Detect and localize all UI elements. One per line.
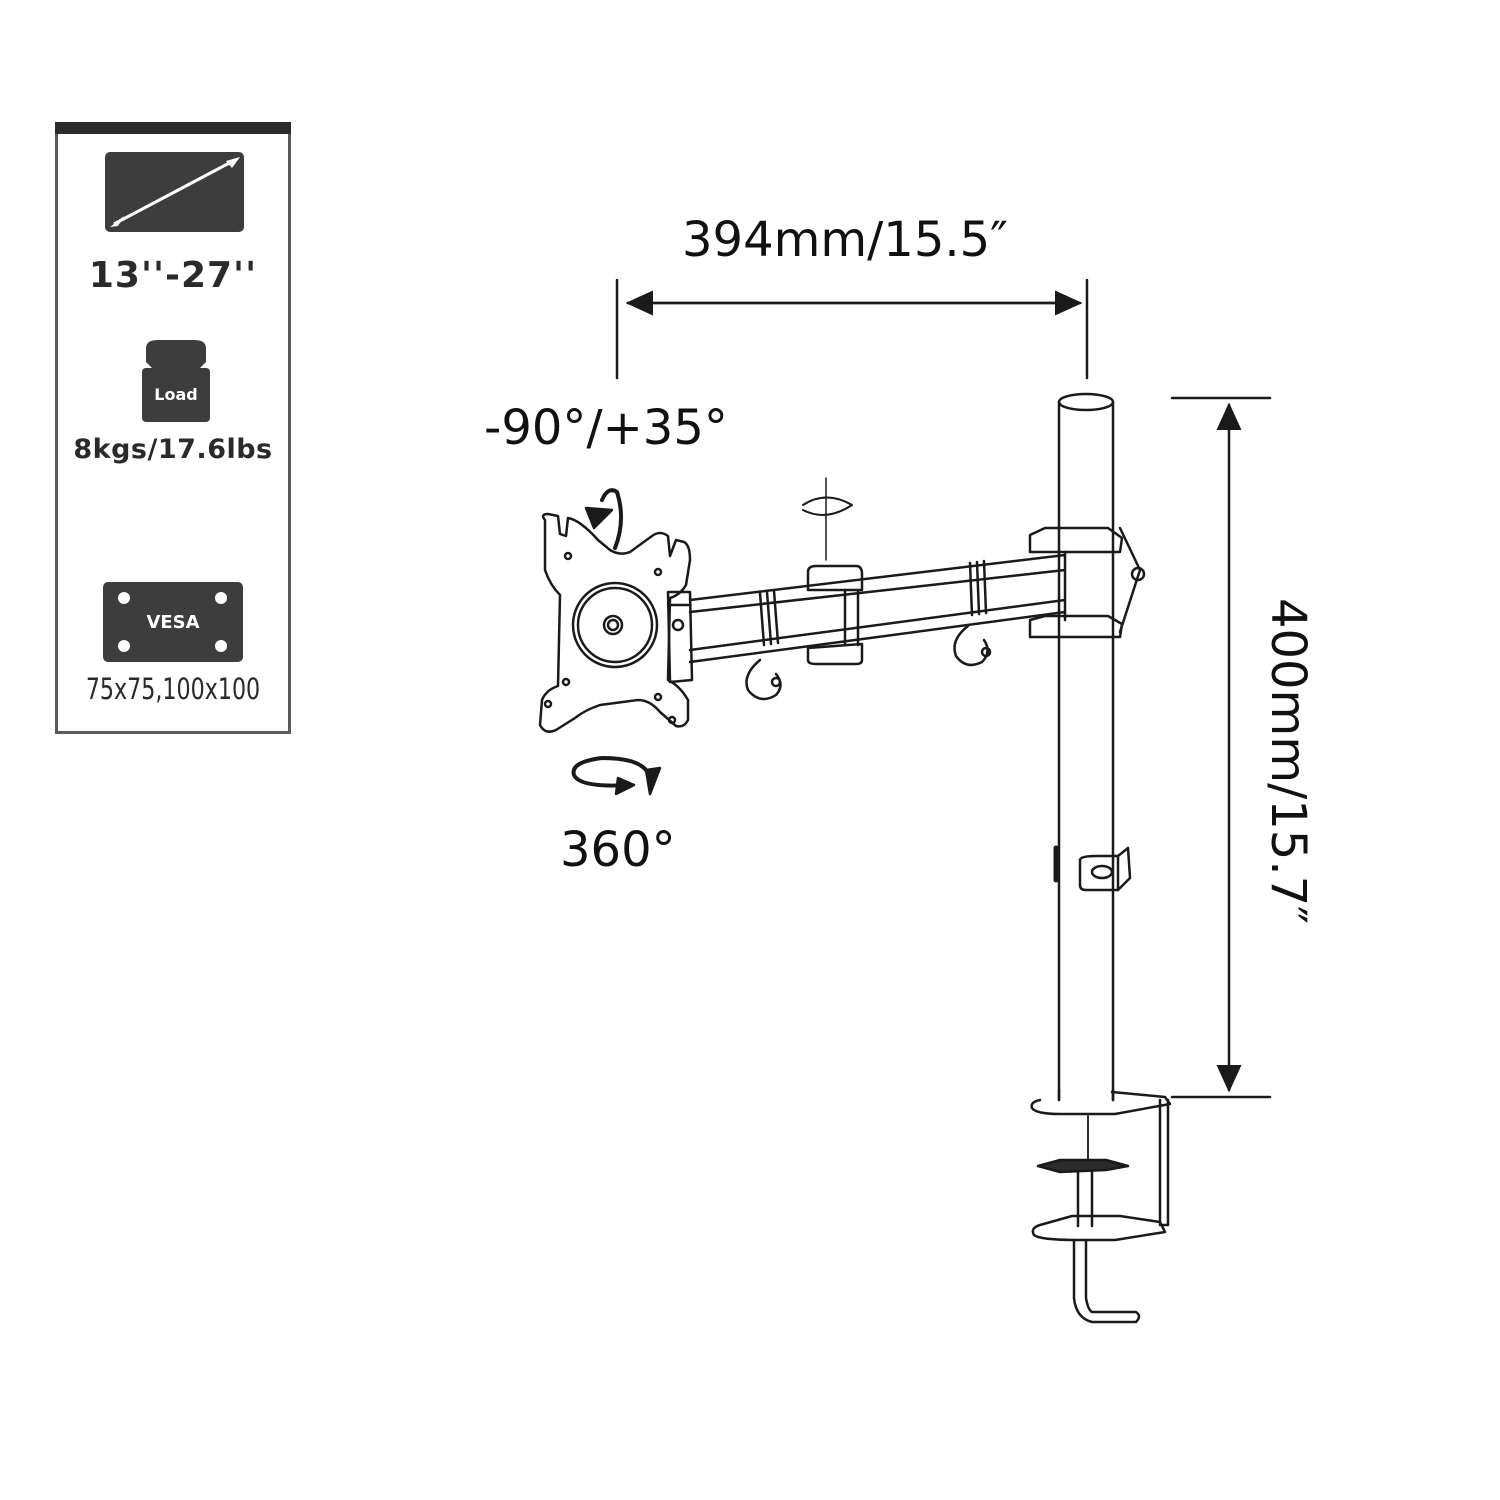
cable-band-1 [745, 589, 782, 701]
vesa-mount-plate [538, 512, 692, 733]
tilt-bracket [666, 590, 694, 684]
load-capacity-label: 8kgs/17.6lbs [73, 434, 273, 465]
tilt-arrow-icon [584, 488, 623, 550]
cable-band-2 [953, 559, 992, 667]
arm-length-dimension [615, 278, 1089, 380]
vesa-spec: VESA [58, 580, 288, 668]
pole-height-label: 400mm/15.7″ [1260, 597, 1316, 925]
tilt-range-label: -90°/+35° [484, 400, 728, 456]
cable-clip [1078, 846, 1132, 892]
weight-icon: Load [142, 340, 210, 422]
vesa-plate-icon: VESA [103, 582, 243, 662]
rotation-label: 360° [560, 822, 676, 878]
vesa-icon-text: VESA [146, 612, 199, 633]
screen-size-spec [58, 150, 288, 244]
spec-panel-top-bar [55, 122, 291, 134]
arm-swivel-joint [802, 477, 864, 666]
pole-height-dimension [1170, 396, 1272, 1099]
arm-tube-1 [688, 553, 1067, 664]
screen-size-label: 13''-27'' [88, 255, 258, 296]
pole-collar [1028, 526, 1146, 639]
load-icon-text: Load [154, 385, 197, 404]
load-spec: Load [58, 340, 288, 429]
pole [1053, 392, 1115, 1102]
arm-length-label: 394mm/15.5″ [682, 212, 1009, 268]
rotation-arrow-icon [571, 756, 662, 796]
desk-clamp [1030, 1088, 1172, 1324]
monitor-diagonal-icon [105, 152, 244, 232]
vesa-pattern-label: 75x75,100x100 [85, 672, 261, 706]
spec-panel: 13''-27'' Load 8kgs/17.6lbs VESA 75x75,1… [55, 122, 291, 734]
